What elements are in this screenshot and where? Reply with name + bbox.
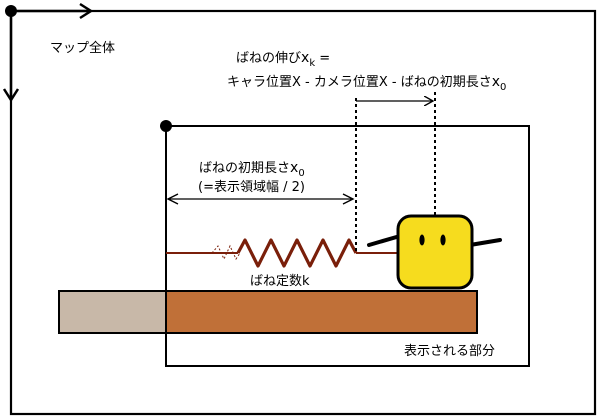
camera-origin-dot	[160, 120, 172, 132]
spring-coil	[236, 238, 358, 268]
initial-length-left-arrowhead	[166, 193, 179, 205]
spring-rest-coil	[211, 244, 241, 261]
initial-length-label: ばねの初期長さx0	[199, 160, 305, 179]
initial-length-right-arrowhead	[342, 193, 355, 205]
character-left-eye	[419, 234, 425, 246]
character-body	[396, 214, 474, 290]
stretch-label: ばねの伸びxk =	[236, 50, 330, 69]
stretch-formula: キャラ位置X - カメラ位置X - ばねの初期長さx0	[227, 74, 506, 93]
ground-visible	[165, 290, 478, 334]
character-right-eye	[440, 234, 446, 246]
character	[367, 214, 502, 290]
x-axis-arrow-icon	[79, 2, 94, 20]
ground-offscreen	[58, 290, 167, 334]
spring	[166, 238, 435, 268]
map-frame	[9, 9, 597, 416]
visible-area-frame	[165, 125, 530, 367]
character-left-arm	[367, 234, 402, 247]
map-whole-label: マップ全体	[50, 40, 115, 56]
character-right-arm	[468, 238, 502, 247]
visible-area-label: 表示される部分	[404, 344, 495, 359]
y-axis-arrow-icon	[2, 88, 20, 103]
initial-length-note: (=表示領域幅 / 2)	[198, 179, 305, 195]
spring-constant-label: ばね定数k	[250, 274, 310, 289]
